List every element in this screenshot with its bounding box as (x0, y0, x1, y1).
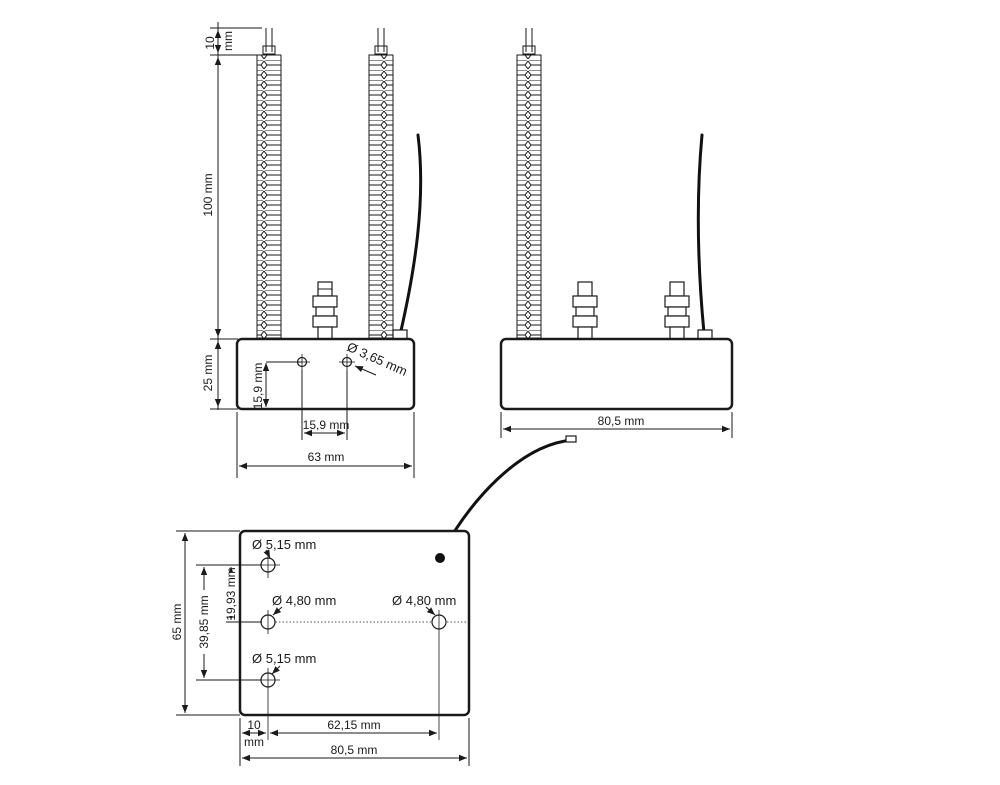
dim-wire-tip-value: 10 (203, 36, 217, 50)
hole-label-bottom-left: Ø 5,15 mm (252, 651, 316, 666)
lead-cable (696, 133, 706, 335)
dim-left-offset-unit: mm (244, 735, 264, 749)
wire-tip (522, 28, 536, 55)
hole-label-mid-right: Ø 4,80 mm (392, 593, 456, 608)
ribbed-sleeve (516, 54, 542, 339)
cable-grommet (697, 329, 713, 340)
dim-body-width: 63 mm (308, 450, 345, 464)
cable-grommet (392, 329, 408, 340)
bottom-view: Ø 5,15 mm Ø 4,80 mm Ø 4,80 mm Ø 5,15 mm … (170, 435, 577, 766)
threaded-stud-left (572, 281, 598, 340)
dim-left-offset-value: 10 (247, 718, 261, 732)
wire-tip-right (374, 28, 388, 55)
dim-sleeve-length: 100 mm (201, 173, 215, 216)
dim-bottom-total-width: 80,5 mm (331, 743, 378, 757)
hole-label-top-left: Ø 5,15 mm (252, 537, 316, 552)
dim-body-height: 25 mm (201, 355, 215, 392)
dim-side-width: 80,5 mm (598, 414, 645, 428)
housing-bottom (238, 529, 471, 717)
dim-hole-offset: 19,93 mm (224, 567, 238, 620)
cable-exit-point (435, 553, 445, 563)
dim-wire-tip-unit: mm (221, 31, 235, 51)
mounting-hole-mid-right (431, 610, 447, 740)
wire-tip-left (262, 28, 276, 55)
dim-hole-distance: 62,15 mm (327, 718, 380, 732)
side-view: 80,5 mm (499, 28, 734, 438)
dim-hole-spacing: 15,9 mm (303, 418, 350, 432)
dim-hole-height: 15,9 mm (251, 363, 265, 410)
front-view: Ø 3,65 mm 10 mm 100 mm 25 mm 15,9 mm 15,… (201, 22, 423, 478)
housing-side (499, 337, 734, 411)
hole-label-mid-left: Ø 4,80 mm (272, 593, 336, 608)
threaded-stud-right (664, 281, 690, 340)
threaded-stud (312, 281, 338, 340)
ribbed-sleeve-left (256, 54, 282, 339)
ribbed-sleeve-right (368, 54, 394, 339)
housing-front (235, 337, 416, 411)
lead-cable (398, 133, 423, 337)
dim-bottom-total-height: 65 mm (170, 604, 184, 641)
mounting-hole (339, 354, 355, 370)
dim-mid-offset: 39,85 mm (197, 595, 211, 648)
cable-end (565, 435, 577, 443)
